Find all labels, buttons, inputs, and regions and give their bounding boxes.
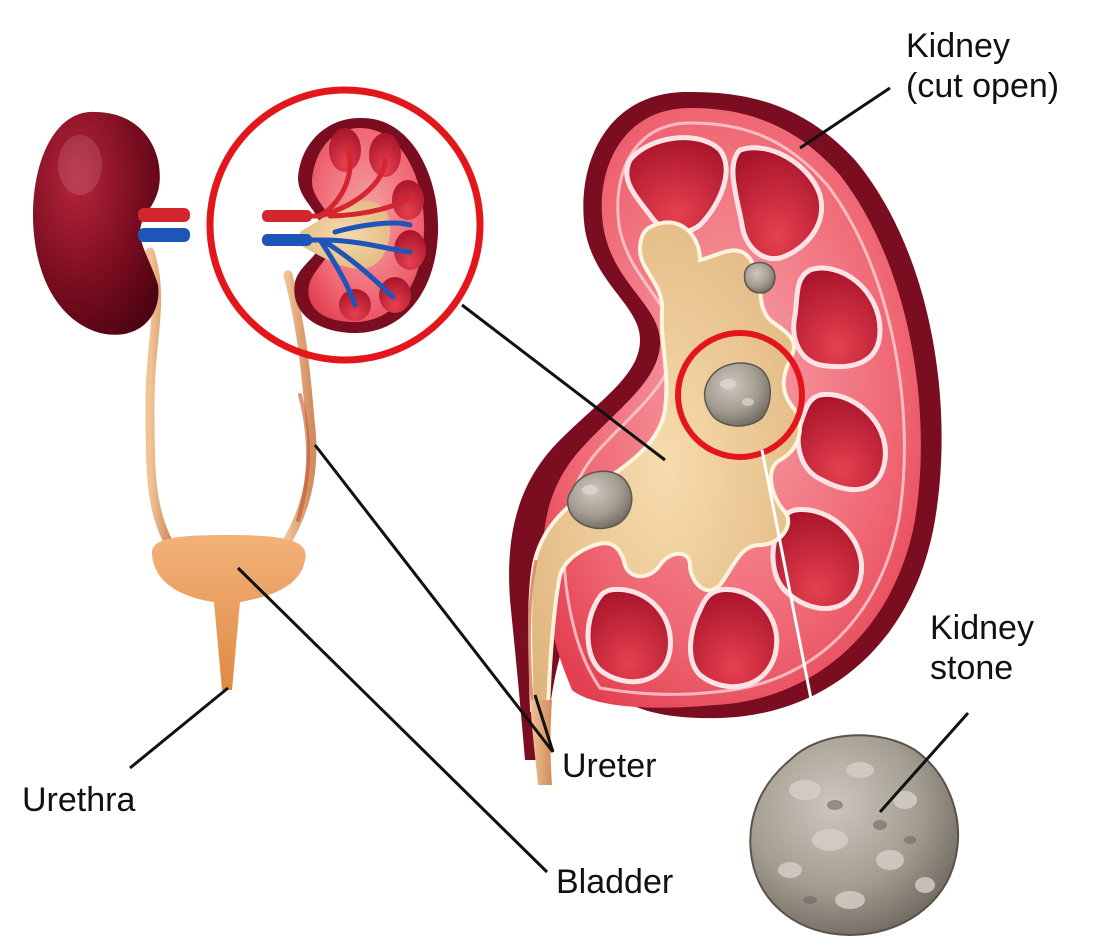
cut-kidney-cortex-band — [562, 121, 906, 696]
label-urethra: Urethra — [22, 781, 136, 819]
highlight-ring-stone — [675, 330, 805, 460]
renal-pelvis — [528, 220, 802, 712]
label-kidney-stone-line2: stone — [930, 649, 1014, 687]
stone-small-upper — [743, 261, 776, 294]
small-renal-artery — [262, 210, 312, 222]
label-kidney-stone-line1: Kidney — [930, 609, 1034, 647]
label-bladder: Bladder — [556, 863, 674, 901]
connector-line-stone — [760, 449, 827, 771]
leader-ureter-right — [533, 694, 555, 753]
stone-highlighted — [703, 362, 771, 427]
leader-kidney-cut-open — [799, 86, 891, 150]
label-ureter: Ureter — [562, 747, 657, 785]
enlarged-kidney-stone — [749, 734, 959, 937]
bladder — [151, 535, 306, 690]
leader-ureter-left — [313, 444, 555, 753]
whole-kidney-highlight — [58, 135, 102, 195]
highlight-ring-small-kidney — [206, 86, 484, 364]
connector-line-kidney — [461, 303, 666, 462]
stone-lower-left — [566, 470, 633, 530]
leader-kidney-stone — [878, 712, 970, 813]
label-kidney-cut-open-line1: Kidney — [906, 27, 1010, 65]
right-ureter-shade — [296, 393, 310, 522]
whole-kidney — [32, 111, 160, 335]
label-kidney-cut-open: Kidney (cut open) — [906, 26, 1059, 106]
leader-urethra — [129, 686, 229, 770]
label-kidney-stone: Kidney stone — [930, 608, 1034, 688]
small-renal-vein — [262, 234, 312, 246]
big-kidney-ureter-inner — [527, 559, 538, 701]
big-kidney-ureter — [530, 700, 552, 785]
leader-bladder — [236, 566, 549, 874]
small-cut-kidney — [267, 117, 439, 334]
label-kidney-cut-open-line2: (cut open) — [906, 67, 1060, 105]
left-renal-vein — [138, 228, 190, 242]
medullary-pyramids — [585, 135, 888, 690]
left-renal-artery — [138, 208, 190, 222]
